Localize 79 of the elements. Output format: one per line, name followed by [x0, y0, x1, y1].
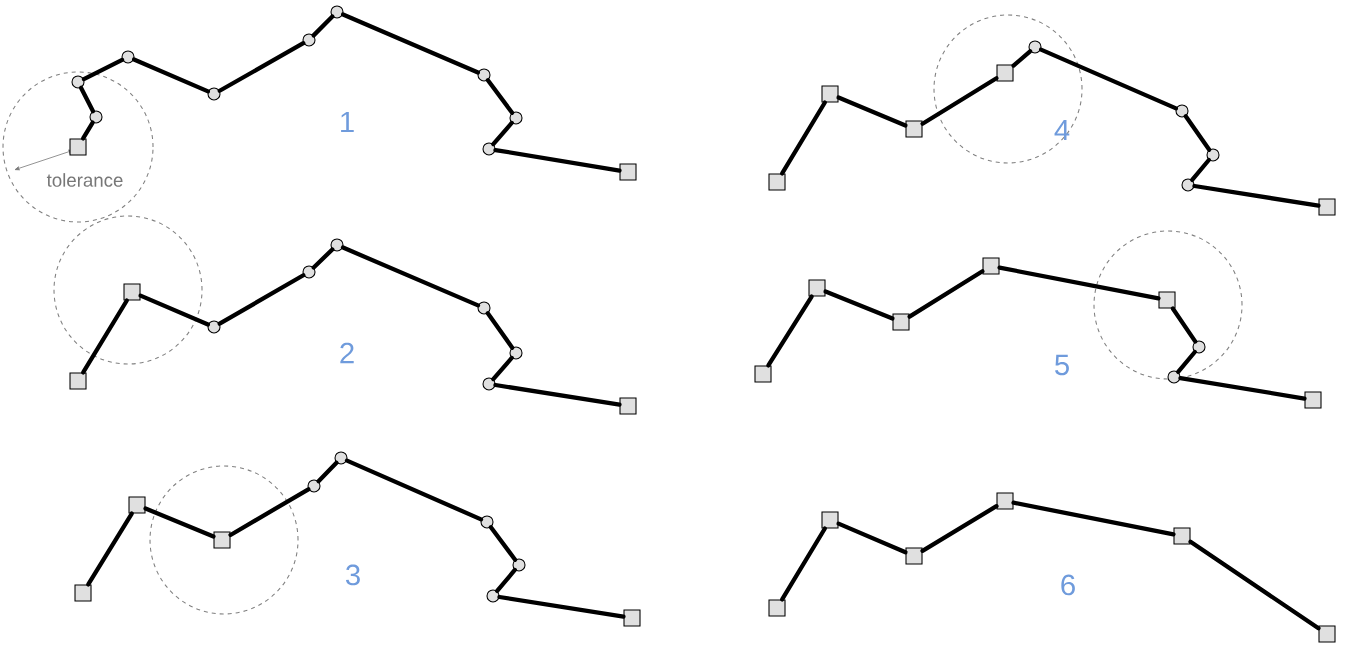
- vertex-square: [213, 531, 231, 549]
- vertex-square: [821, 85, 839, 103]
- vertex-square: [619, 397, 637, 415]
- vertex-square: [768, 599, 786, 617]
- vertex-square: [1304, 391, 1322, 409]
- polyline-segment: [217, 273, 306, 326]
- polyline-segment: [920, 76, 999, 126]
- polyline-segment: [836, 521, 908, 555]
- polyline-segment: [997, 265, 1161, 301]
- polyline-segment: [228, 487, 311, 538]
- polyline-segment: [86, 511, 134, 587]
- polyline-segment: [131, 57, 211, 94]
- polyline-segment: [78, 85, 96, 114]
- polyline-segment: [836, 95, 908, 128]
- polyline-segment: [340, 245, 481, 308]
- polyline-segment: [138, 293, 211, 327]
- polyline-segment: [316, 460, 339, 484]
- polyline-segment: [1038, 47, 1179, 111]
- polyline-segment: [81, 120, 95, 141]
- polyline-segment: [1188, 539, 1321, 631]
- polyline-segment: [488, 525, 518, 562]
- polyline-segment: [1176, 349, 1197, 375]
- vertex-square: [821, 511, 839, 529]
- tolerance-label: tolerance: [46, 173, 123, 187]
- polyline-segment: [344, 458, 484, 522]
- polyline-segment: [495, 567, 517, 594]
- vertex-square: [1173, 527, 1191, 545]
- polyline-segment: [1011, 500, 1176, 537]
- polyline-segment: [497, 594, 626, 619]
- polyline-segment: [81, 57, 125, 82]
- vertex-square: [1318, 625, 1336, 643]
- polyline-segment: [491, 355, 514, 382]
- polyline-segment: [1192, 183, 1321, 208]
- polyline-segment: [1178, 375, 1307, 401]
- polyline-segment: [1011, 49, 1033, 68]
- vertex-square: [905, 547, 923, 565]
- vertex-square: [982, 257, 1000, 275]
- vertex-square: [768, 173, 786, 191]
- polyline-segment: [780, 526, 827, 602]
- polyline-segment: [340, 12, 481, 75]
- panel-number: 3: [345, 564, 360, 586]
- vertex-square: [69, 138, 87, 156]
- polyline-segment: [485, 78, 515, 115]
- vertex-square: [905, 120, 923, 138]
- panel-number: 6: [1061, 574, 1075, 596]
- polyline-segment: [780, 100, 827, 176]
- polyline-segment: [823, 289, 895, 321]
- polyline-segment: [493, 147, 622, 173]
- vertex-square: [69, 372, 87, 390]
- polyline-segment: [311, 14, 335, 38]
- polyline-segment: [217, 41, 306, 93]
- vertex-square: [996, 64, 1014, 82]
- vertex-square: [1158, 291, 1176, 309]
- vertex-square: [1318, 198, 1336, 216]
- polyline-segment: [311, 247, 335, 270]
- panel-number: 1: [341, 111, 354, 133]
- polyline-segment: [766, 294, 814, 368]
- vertex-square: [123, 283, 141, 301]
- polyline-segment: [493, 382, 622, 407]
- polyline-segment: [1190, 157, 1211, 183]
- polyline-segment: [81, 298, 129, 375]
- vertex-square: [128, 496, 146, 514]
- polyline-segment: [920, 504, 999, 553]
- polyline-segment: [143, 506, 216, 539]
- polyline-segment: [485, 311, 515, 350]
- panel-number: 2: [340, 342, 354, 364]
- vertex-square: [996, 492, 1014, 510]
- polyline-segment: [1183, 114, 1212, 152]
- vertex-square: [623, 609, 641, 627]
- panel-number: 4: [1054, 119, 1070, 141]
- vertex-square: [619, 163, 637, 181]
- vertex-square: [754, 365, 772, 383]
- vertex-square: [74, 584, 92, 602]
- polyline-segment: [491, 120, 514, 147]
- panel-number: 5: [1055, 354, 1069, 376]
- vertex-square: [808, 279, 826, 297]
- polyline-segment: [907, 269, 985, 319]
- vertex-square: [892, 313, 910, 331]
- polyline-segment: [1170, 306, 1198, 344]
